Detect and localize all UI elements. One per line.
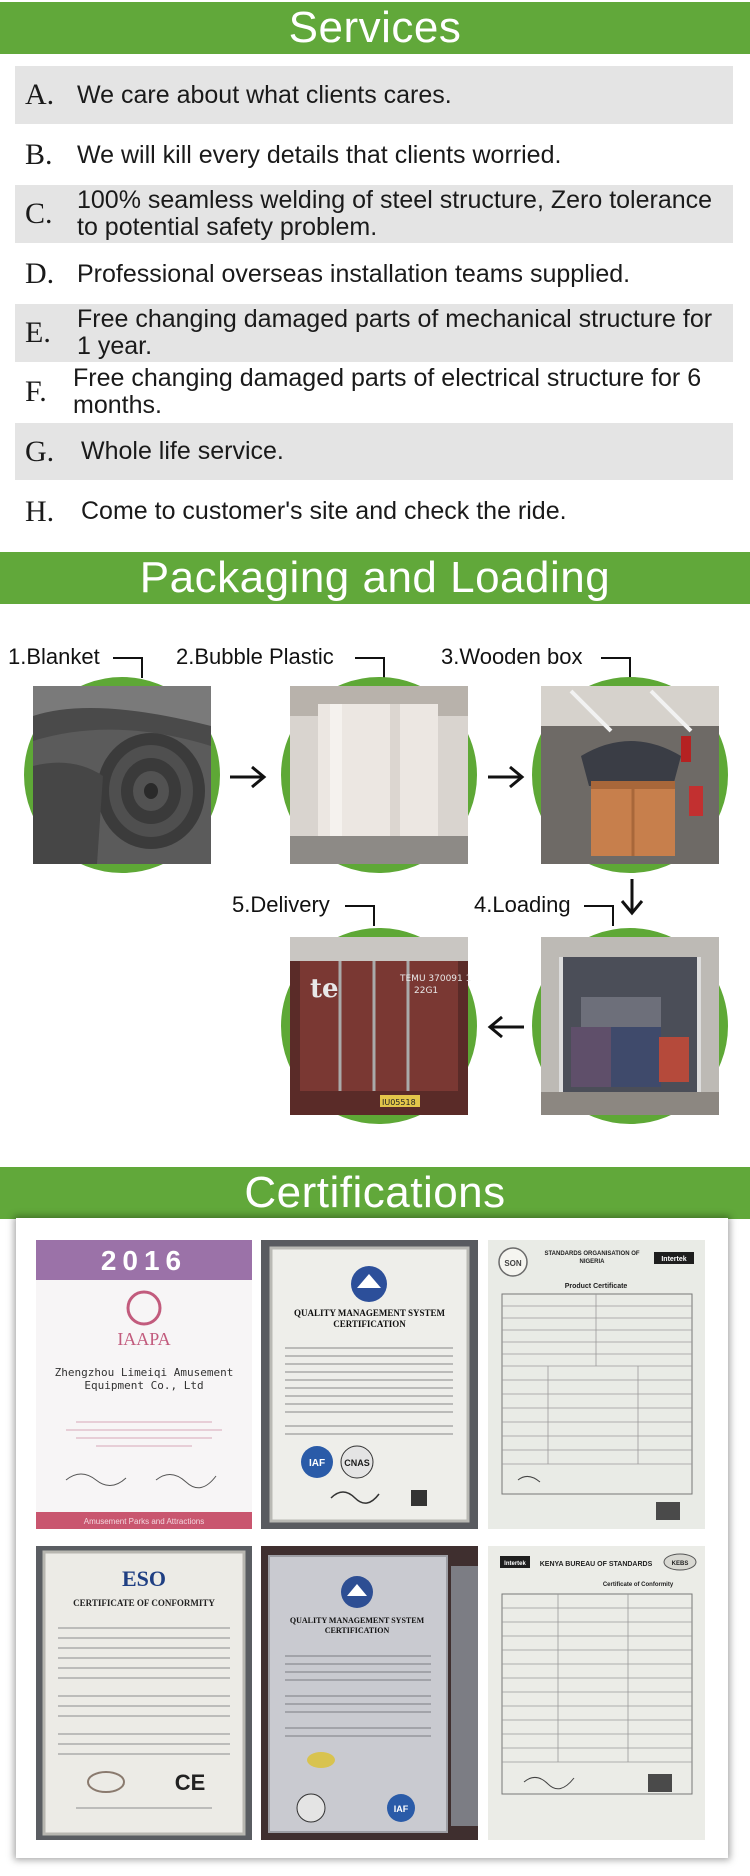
son-nigeria-certificate: SON STANDARDS ORGANISATION OF NIGERIA In… [488,1240,705,1529]
container-number: TEMU 370091 1 [399,974,471,984]
service-letter: F. [25,375,47,408]
eso-ce-certificate: ESO CERTIFICATE OF CONFORMITY CE [36,1546,252,1840]
son-form-title: Product Certificate [565,1283,628,1290]
service-text: 100% seamless welding of steel structure… [77,186,713,241]
service-text: Come to customer's site and check the ri… [81,497,567,525]
kebs-partner: Intertek [504,1561,526,1567]
leader-line [383,657,385,678]
container-brand: te [310,974,339,1004]
service-item-d: D. Professional overseas installation te… [15,245,733,303]
iaapa-logo: IAAPA [117,1329,170,1349]
qms1-title: QUALITY MANAGEMENT SYSTEM CERTIFICATION [293,1308,446,1329]
certifications-title: Certifications [244,1168,506,1217]
iaapa-company: Zhengzhou Limeiqi Amusement Equipment Co… [54,1366,234,1392]
container-code: 22G1 [414,986,438,996]
eso-logo: ESO [122,1566,166,1591]
service-letter: H. [25,494,55,528]
qms1-badge-2: CNAS [344,1458,370,1468]
quality-management-certificate-1: QUALITY MANAGEMENT SYSTEM CERTIFICATION … [261,1240,478,1529]
step-label-bubble-plastic: 2.Bubble Plastic [176,644,334,669]
service-item-a: A. We care about what clients cares. [15,66,733,124]
service-text: We care about what clients cares. [77,80,452,109]
qms1-badge-1: IAF [309,1458,325,1469]
service-text: Free changing damaged parts of mechanica… [77,305,713,360]
arrow-down-icon [620,879,644,916]
leader-line [373,905,375,926]
certifications-banner: Certifications [0,1167,750,1219]
service-letter: D. [25,257,55,290]
arrow-left-icon [487,1015,524,1039]
service-item-c: C. 100% seamless welding of steel struct… [15,185,733,243]
certifications-gallery: 2016 IAAPA Zhengzhou Limeiqi Amusement E… [16,1218,728,1858]
bubble-plastic-roll-photo [281,677,477,873]
kebs-subtitle: Certificate of Conformity [603,1582,674,1588]
step-label-loading: 4.Loading [474,892,571,917]
arrow-right-icon [488,765,525,789]
kebs-badge: KEBS [672,1561,689,1567]
son-partner: Intertek [661,1256,686,1263]
service-item-g: G. Whole life service. [15,423,733,480]
wooden-box-photo [532,677,728,873]
iaapa-certificate: 2016 IAAPA Zhengzhou Limeiqi Amusement E… [36,1240,252,1529]
quality-management-certificate-2: QUALITY MANAGEMENT SYSTEM CERTIFICATION … [261,1546,478,1840]
service-letter: B. [25,138,53,171]
iaapa-footer: Amusement Parks and Attractions [84,1517,205,1526]
iaapa-year: 2016 [101,1245,187,1276]
service-item-e: E. Free changing damaged parts of mechan… [15,304,733,362]
leader-line [629,657,631,678]
leader-line [345,905,375,907]
son-header: STANDARDS ORGANISATION OF NIGERIA [544,1251,640,1265]
service-letter: A. [25,78,55,111]
step-label-blanket: 1.Blanket [8,644,100,669]
service-letter: E. [25,316,51,349]
step-label-wooden-box: 3.Wooden box [441,644,583,669]
leader-line [612,905,614,926]
eso-title: CERTIFICATE OF CONFORMITY [73,1598,215,1608]
packaging-title: Packaging and Loading [139,553,611,602]
service-item-b: B. We will kill every details that clien… [15,126,733,184]
service-text: We will kill every details that clients … [77,140,562,169]
leader-line [355,657,385,659]
service-letter: G. [25,434,55,468]
kebs-header: KENYA BUREAU OF STANDARDS [540,1561,653,1568]
service-letter: C. [25,197,53,230]
packaging-banner: Packaging and Loading [0,552,750,604]
step-label-delivery: 5.Delivery [232,892,330,917]
service-text: Professional overseas installation teams… [77,259,631,288]
leader-line [601,657,631,659]
leader-line [141,657,143,678]
leader-line [584,905,614,907]
service-text: Whole life service. [81,437,284,465]
container-delivery-photo: te TEMU 370091 1 22G1 IU05518 [281,928,477,1124]
kebs-kenya-certificate: Intertek KENYA BUREAU OF STANDARDS KEBS … [488,1546,705,1840]
services-banner: Services [0,2,750,54]
son-badge: SON [504,1259,522,1268]
container-plate: IU05518 [382,1098,416,1107]
service-item-h: H. Come to customer's site and check the… [15,483,733,540]
eso-mark: CE [175,1770,206,1795]
services-title: Services [288,3,462,52]
qms2-title: QUALITY MANAGEMENT SYSTEM CERTIFICATION [289,1616,425,1635]
service-item-f: F. Free changing damaged parts of electr… [15,363,733,421]
leader-line [113,657,143,659]
blanket-roll-photo [24,677,220,873]
service-text: Free changing damaged parts of electrica… [73,364,702,419]
qms2-badge: IAF [394,1804,409,1814]
container-loading-photo [532,928,728,1124]
arrow-right-icon [230,765,267,789]
